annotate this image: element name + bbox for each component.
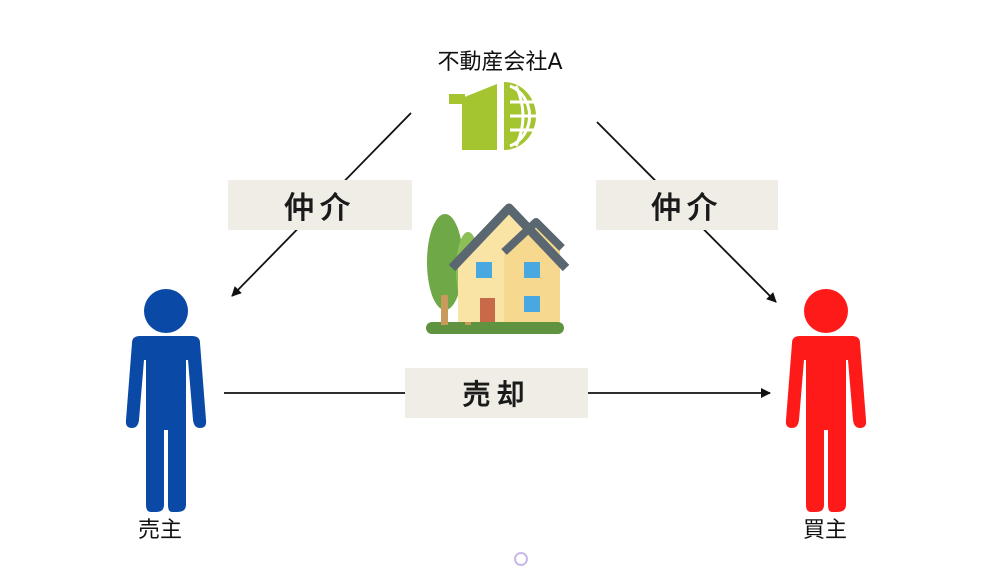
decorative-dot <box>514 552 528 566</box>
buyer-person-icon <box>785 289 867 512</box>
buyer-label: 買主 <box>802 518 847 543</box>
brokerage-label-left: 仲介 <box>228 180 412 230</box>
company-name: 不動産会社A <box>437 50 563 75</box>
brokerage-label-right: 仲介 <box>596 180 778 230</box>
sale-label: 売却 <box>405 368 588 418</box>
house-with-tree-icon <box>426 203 570 334</box>
seller-person-icon <box>125 289 207 512</box>
seller-label: 売主 <box>137 518 182 543</box>
house-globe-logo-icon <box>449 82 541 150</box>
